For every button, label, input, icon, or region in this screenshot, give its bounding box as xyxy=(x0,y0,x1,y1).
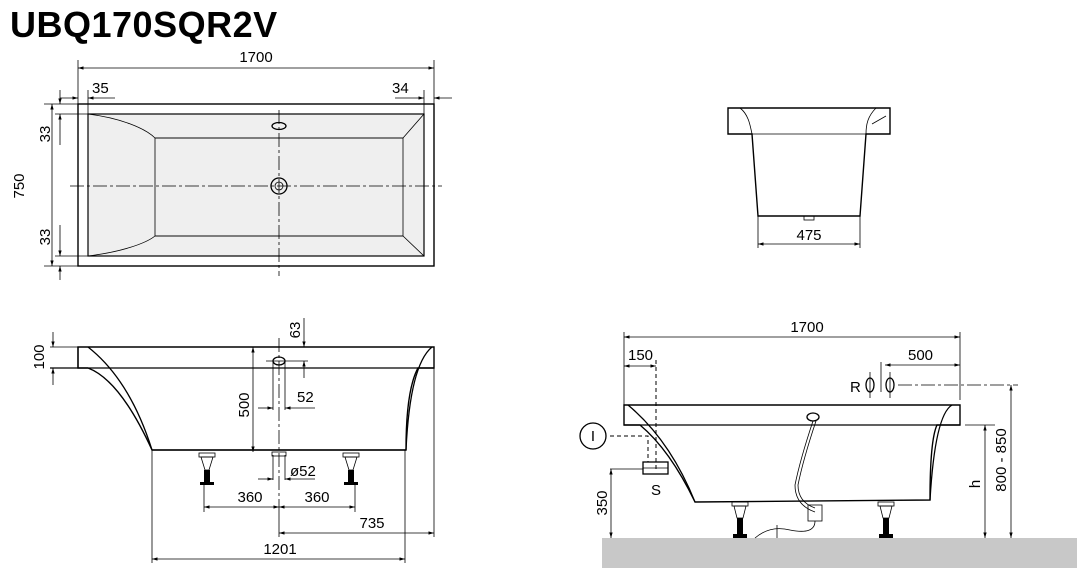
dim-bottom-width: 475 xyxy=(796,227,821,244)
tub-wall-curve xyxy=(405,346,433,451)
leg-icon xyxy=(198,452,216,485)
dim-total-height: 800 - 850 xyxy=(993,428,1010,491)
tap-icon xyxy=(885,372,895,398)
drain-icon xyxy=(270,177,288,195)
dim-drain-diameter: ø52 xyxy=(290,463,316,480)
rim-curve xyxy=(739,107,753,135)
dim-supply-height: 350 xyxy=(594,490,611,515)
tub-side-outline xyxy=(77,346,435,451)
dim-top-offset: 33 xyxy=(37,126,54,143)
dim-bottom-offset: 33 xyxy=(37,229,54,246)
waste-pipe xyxy=(754,520,816,539)
marker-label: I xyxy=(591,428,595,445)
marker-leader-line xyxy=(610,435,649,462)
tap-label: R xyxy=(850,379,861,396)
dim-overflow-offset: 63 xyxy=(287,322,304,339)
dim-overflow-diameter: 52 xyxy=(297,389,314,406)
dim-length: 1700 xyxy=(239,49,272,66)
dim-tap-offset: 500 xyxy=(908,347,933,364)
dim-leg-right: 360 xyxy=(304,489,329,506)
overflow-hose xyxy=(794,420,816,513)
tub-rim-inner xyxy=(87,113,425,257)
floor xyxy=(602,538,1077,568)
marker-circle-icon xyxy=(579,422,607,450)
end-view: 475 xyxy=(727,107,891,248)
leg-icon xyxy=(731,501,749,538)
rim-curve xyxy=(865,107,877,135)
tub-end-outline xyxy=(727,107,891,217)
dim-left-offset: 35 xyxy=(92,80,109,97)
dim-h: h xyxy=(967,480,984,488)
drain-icon xyxy=(271,451,287,457)
overflow-icon xyxy=(271,121,287,131)
tub-wall-curve xyxy=(929,404,953,501)
dim-depth: 500 xyxy=(236,392,253,417)
supply-label: S xyxy=(651,482,661,499)
dim-drain-to-end: 735 xyxy=(359,515,384,532)
dim-install-length: 1700 xyxy=(790,319,823,336)
drain-inner-icon xyxy=(274,181,284,191)
dim-width: 750 xyxy=(11,173,28,198)
dim-right-offset: 34 xyxy=(392,80,409,97)
tub-side-outline xyxy=(623,404,961,503)
overflow-mark xyxy=(871,115,887,125)
tap-icon xyxy=(865,372,875,398)
leg-icon xyxy=(342,452,360,485)
dim-rim-height: 100 xyxy=(31,344,48,369)
dim-leg-left: 360 xyxy=(237,489,262,506)
tub-wall-curve xyxy=(87,346,153,451)
installation-view: 1700 150 500 R I S 350 h 800 - 850 xyxy=(579,319,1077,568)
drain-outlet-icon xyxy=(803,215,815,221)
waste-trap-icon xyxy=(807,504,823,522)
dim-bottom-length: 1201 xyxy=(263,541,296,558)
side-view-section: 100 63 500 52 ø52 360 360 735 1201 xyxy=(31,318,435,563)
tub-wall-curve xyxy=(627,404,696,503)
model-title: UBQ170SQR2V xyxy=(10,4,278,45)
overflow-hose xyxy=(797,420,817,509)
dim-supply-offset: 150 xyxy=(628,347,653,364)
plan-view: 1700 35 34 750 33 33 xyxy=(11,49,452,280)
leg-icon xyxy=(877,501,895,538)
